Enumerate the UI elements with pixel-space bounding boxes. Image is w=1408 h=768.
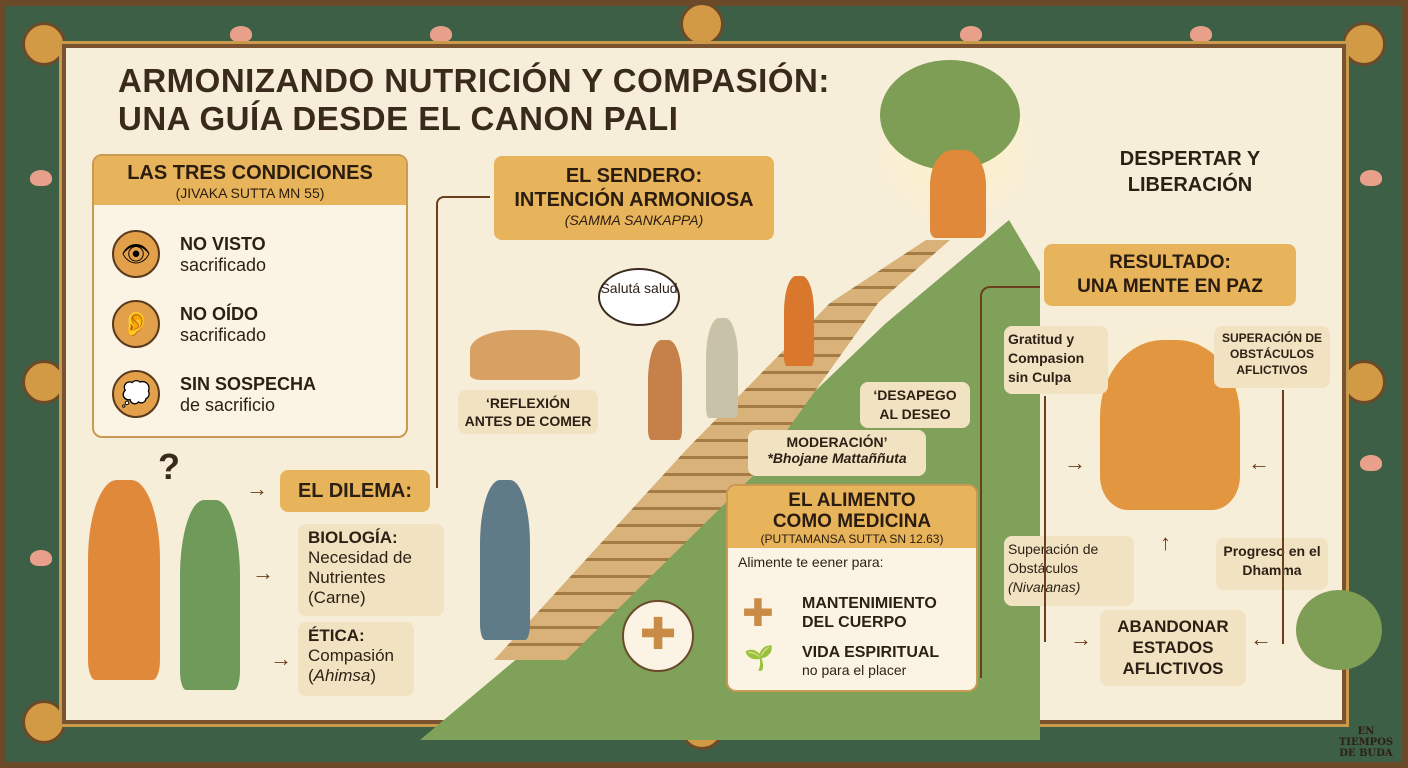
biology-text: Necesidad de Nutrientes (Carne) [308,548,412,607]
condition-1-text: sacrificado [180,255,267,275]
medicine-item-1: MANTENIMIENTO DEL CUERPO [802,595,937,631]
gratitude-label: Gratitud y Compasion sin Culpa [1004,326,1108,394]
monk-walker-figure [784,276,814,366]
moderation-box: MODERACIÓN’ *Bhojane Mattaññuta [748,430,926,476]
corner-tree [1296,590,1382,670]
path-title: EL SENDERO: INTENCIÓN ARMONIOSA [514,165,754,211]
ear-icon: 👂 [112,300,160,348]
progress-label: Progreso en el Dhamma [1216,538,1328,590]
lotus-icon [230,26,252,42]
condition-2-title: NO OÍDO [180,304,259,324]
condition-3-text: de sacrificio [180,395,276,415]
medicine-title-1: EL ALIMENTO [788,490,916,511]
cross-icon: ✚ [742,593,774,635]
lotus-icon [1360,170,1382,186]
condition-2-text: sacrificado [180,325,267,345]
medicine-panel: EL ALIMENTO COMO MEDICINA (PUTTAMANSA SU… [726,484,978,692]
abandon-label: ABANDONAR ESTADOS AFLICTIVOS [1100,610,1246,686]
dharma-wheel-icon [1342,360,1386,404]
page-title: ARMONIZANDO NUTRICIÓN Y COMPASIÓN: UNA G… [118,62,830,138]
thought-bubble-icon: 💭 [112,370,160,418]
medicine-item-2: VIDA ESPIRITUAL [802,644,940,661]
dharma-wheel-icon [22,360,66,404]
three-conditions-panel: LAS TRES CONDICIONES (JIVAKA SUTTA MN 55… [92,154,408,438]
medicine-intro: Alimente te eener para: [738,554,884,570]
dharma-wheel-icon [680,2,724,46]
awakening-label: DESPERTAR Y LIBERACIÓN [1119,148,1261,196]
dharma-wheel-icon [22,700,66,744]
walker-figure [706,318,738,418]
path-subtitle: (SAMMA SANKAPPA) [564,212,704,228]
ethics-title: ÉTICA: [308,626,365,645]
detachment-label: ‘DESAPEGO AL DESEO [860,382,970,428]
question-mark: ? [158,446,180,487]
medicine-title-2: COMO MEDICINA [772,511,932,532]
conditions-subtitle: (JIVAKA SUTTA MN 55) [175,185,325,201]
biology-box: BIOLOGÍA: Necesidad de Nutrientes (Carne… [298,524,444,616]
lotus-icon [430,26,452,42]
medical-cross-icon: ✚ [622,600,694,672]
walker-figure [648,340,682,440]
monk-figure [88,480,160,680]
result-header: RESULTADO: UNA MENTE EN PAZ [1044,244,1296,306]
condition-1-title: NO VISTO [180,234,266,254]
lotus-icon [30,550,52,566]
moderation-pali: *Bhojane Mattaññuta [767,450,907,466]
speech-bubble: Salutá salud [598,268,680,326]
lotus-icon [30,170,52,186]
reflection-label: ‘REFLEXIÓN ANTES DE COMER [458,390,598,434]
conditions-title: LAS TRES CONDICIONES [127,162,373,184]
medicine-subtitle: (PUTTAMANSA SUTTA SN 12.63) [760,532,944,546]
condition-3-title: SIN SOSPECHA [180,374,317,394]
ethics-box: ÉTICA: Compasión (Ahimsa) [298,622,414,696]
dharma-wheel-icon [22,22,66,66]
result-title-1: RESULTADO: [1109,252,1231,273]
dharma-wheel-icon [1342,22,1386,66]
lotus-icon [1360,455,1382,471]
nivaranas-box: Superación de Obstáculos (Nivaranas) [1004,536,1134,606]
moderation-label: MODERACIÓN’ [786,434,888,450]
title-line-2: UNA GUÍA DESDE EL CANON PALI [118,100,679,137]
nivaranas-label: Superación de Obstáculos [1008,541,1099,576]
watermark: EN TIEMPOS DE BUDA [1338,726,1394,759]
hand-sprout-icon: 🌱 [744,645,774,672]
buddha-under-tree [930,150,986,238]
biology-title: BIOLOGÍA: [308,528,398,547]
walker-figure [480,480,530,640]
man-figure [180,500,240,690]
ethics-text: Compasión [308,646,394,665]
ethics-italic: Ahimsa [313,666,371,685]
dilemma-label: EL DILEMA: [280,470,430,512]
lotus-icon [1190,26,1212,42]
overcoming-afflictive-label: SUPERACIÓN DE OBSTÁCULOS AFLICTIVOS [1214,326,1330,388]
path-header: EL SENDERO: INTENCIÓN ARMONIOSA (SAMMA S… [494,156,774,240]
lotus-icon [960,26,982,42]
medicine-item-2-sub: no para el placer [802,662,907,678]
result-title-2: UNA MENTE EN PAZ [1077,276,1263,297]
eye-icon: 👁 [112,230,160,278]
title-line-1: ARMONIZANDO NUTRICIÓN Y COMPASIÓN: [118,62,830,99]
food-table-illustration [470,330,580,380]
